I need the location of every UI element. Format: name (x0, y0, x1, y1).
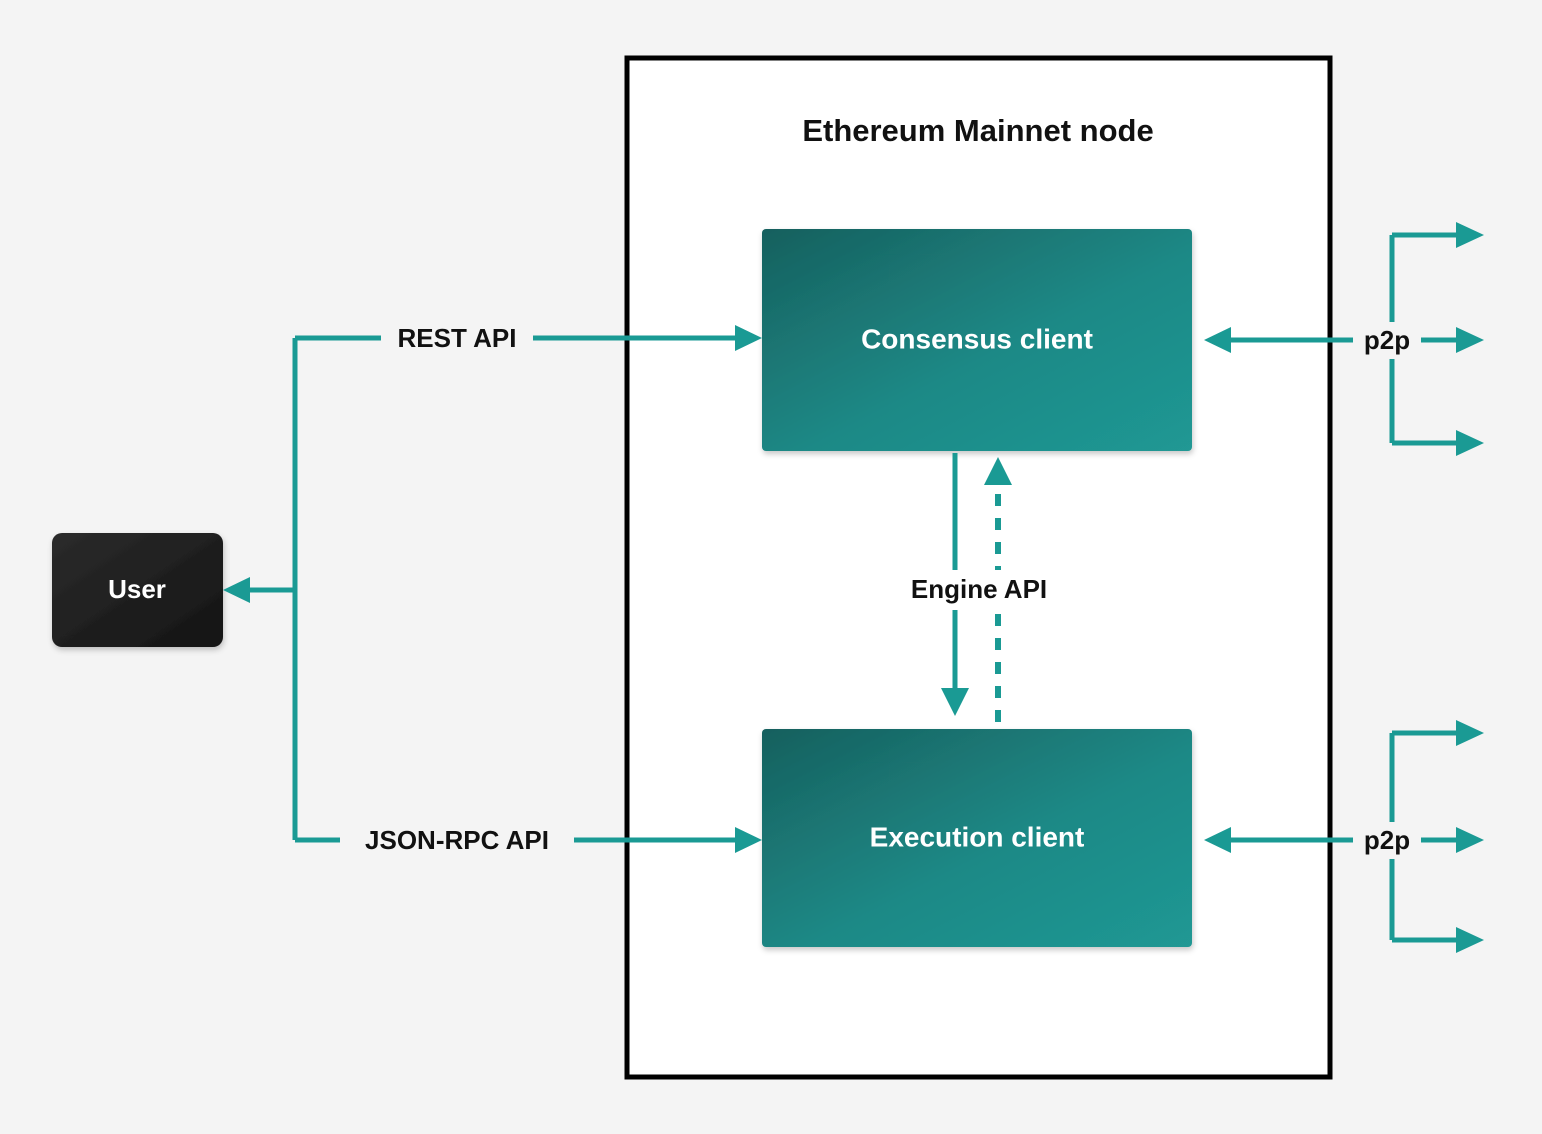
p2p-execution-label: p2p (1364, 825, 1410, 855)
execution-client-box[interactable]: Execution client (762, 729, 1192, 947)
execution-client-box-rect[interactable] (762, 729, 1192, 947)
user-box-label: User (108, 574, 166, 604)
p2p-execution-connection: p2p (1204, 720, 1484, 953)
rest-api-label-group: REST API (381, 320, 533, 357)
engine-api-label: Engine API (911, 574, 1047, 604)
json-rpc-api-arrowhead-icon (735, 827, 762, 853)
user-box-rect[interactable] (52, 533, 223, 647)
engine-api-up-arrowhead-icon (984, 457, 1012, 485)
p2p-execution-branch-top-arrowhead-icon (1456, 720, 1484, 746)
p2p-execution-label-backdrop (1353, 822, 1421, 859)
mainnet-node-title: Ethereum Mainnet node (802, 113, 1153, 148)
p2p-consensus-label: p2p (1364, 325, 1410, 355)
execution-client-label: Execution client (870, 821, 1085, 852)
user-return-arrowhead-icon (223, 577, 250, 603)
json-rpc-api-label-group: JSON-RPC API (340, 822, 574, 859)
rest-api-arrowhead-icon (735, 325, 762, 351)
p2p-consensus-connection: p2p (1204, 222, 1484, 456)
p2p-consensus-branch-middle-arrowhead-icon (1456, 327, 1484, 353)
p2p-execution-inbound-arrowhead-icon (1204, 827, 1231, 853)
engine-api-label-backdrop (886, 570, 1072, 610)
json-rpc-api-label-backdrop (340, 822, 574, 859)
p2p-consensus-branch-top-arrowhead-icon (1456, 222, 1484, 248)
p2p-consensus-inbound-arrowhead-icon (1204, 327, 1231, 353)
rest-api-label: REST API (398, 323, 517, 353)
p2p-consensus-label-backdrop (1353, 322, 1421, 359)
consensus-client-box[interactable]: Consensus client (762, 229, 1192, 451)
consensus-client-box-rect[interactable] (762, 229, 1192, 451)
consensus-client-label: Consensus client (861, 323, 1093, 354)
engine-api-down-arrowhead-icon (941, 688, 969, 716)
p2p-execution-branch-bottom-arrowhead-icon (1456, 927, 1484, 953)
json-rpc-api-label: JSON-RPC API (365, 825, 549, 855)
engine-api-connection: Engine API (886, 453, 1072, 722)
rest-api-label-backdrop (381, 320, 533, 357)
p2p-consensus-branch-bottom-arrowhead-icon (1456, 430, 1484, 456)
user-box[interactable]: User (52, 533, 223, 647)
p2p-execution-branch-middle-arrowhead-icon (1456, 827, 1484, 853)
